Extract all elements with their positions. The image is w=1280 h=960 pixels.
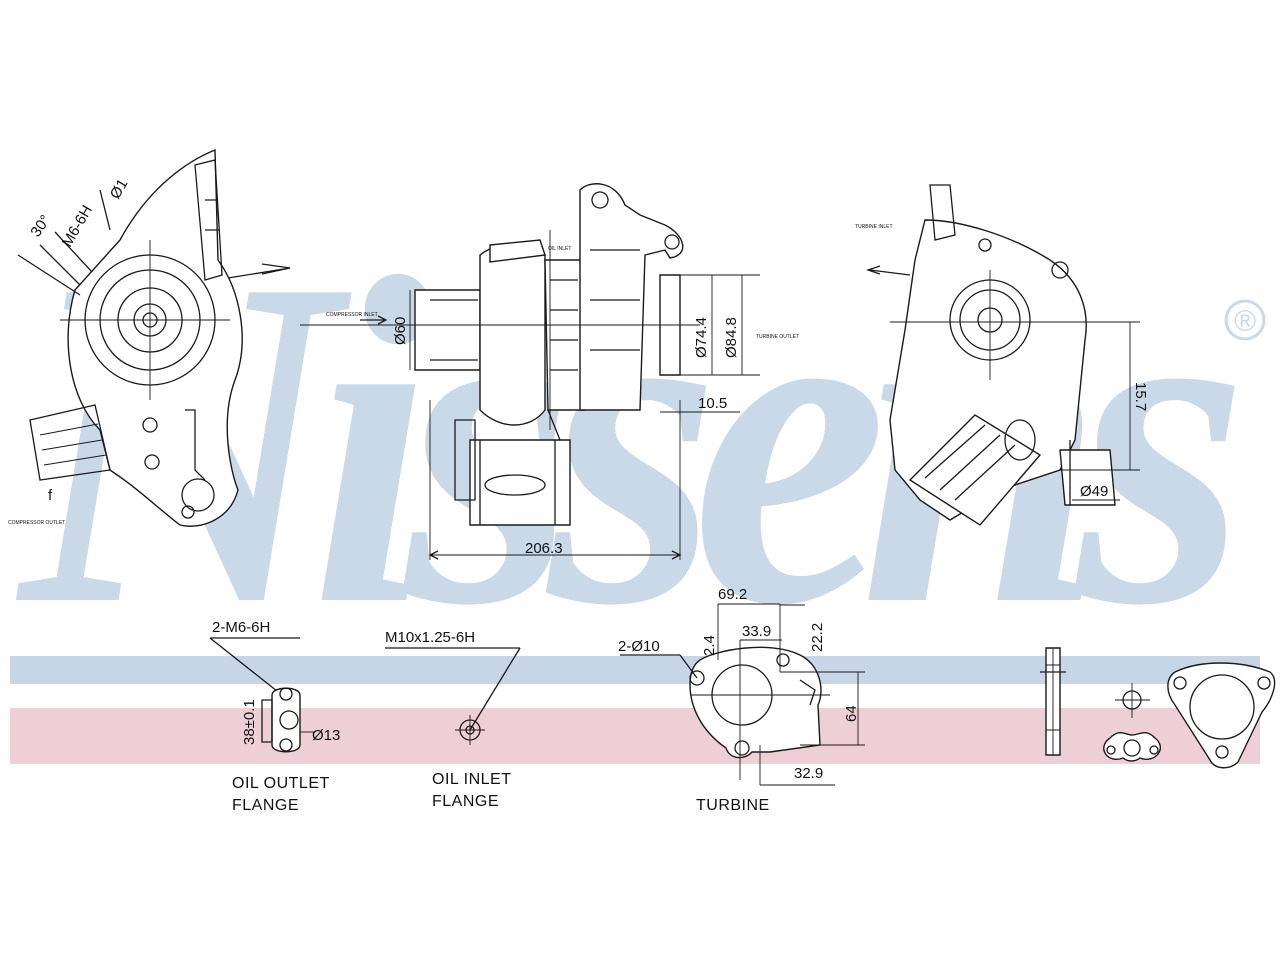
- center-outlet-outer: Ø84.8: [723, 317, 740, 358]
- turbine-offset: 32.9: [794, 765, 823, 782]
- oil-inlet-caption-2: FLANGE: [432, 793, 499, 810]
- turbine-caption: TURBINE: [696, 797, 770, 814]
- turbine-width: 69.2: [718, 586, 747, 603]
- registered-mark: ®: [1234, 305, 1256, 338]
- hardware-parts: [1040, 647, 1276, 769]
- turbine-outlet-label: TURBINE OUTLET: [756, 334, 799, 340]
- right-height: 15.7: [1132, 382, 1149, 411]
- oil-outlet-caption-1: OIL OUTLET: [232, 775, 330, 792]
- center-length: 206.3: [525, 540, 563, 557]
- compressor-inlet-label: COMPRESSOR INLET: [326, 312, 378, 318]
- left-marker: f: [48, 487, 53, 504]
- turbine-height: 64: [843, 705, 860, 722]
- oil-outlet-thread: 2-M6-6H: [212, 619, 270, 636]
- turbine-d1: 2.4: [701, 635, 718, 656]
- turbine-d2: 33.9: [742, 623, 771, 640]
- oil-inlet-flange: M10x1.25-6H OIL INLET FLANGE: [385, 629, 521, 810]
- oil-inlet-thread: M10x1.25-6H: [385, 629, 475, 646]
- oil-outlet-caption-2: FLANGE: [232, 797, 299, 814]
- oil-outlet-diameter: Ø13: [312, 727, 340, 744]
- oil-inlet-caption-1: OIL INLET: [432, 771, 511, 788]
- center-inlet-diameter: Ø60: [392, 317, 409, 345]
- center-offset: 10.5: [698, 395, 727, 412]
- registered-mark-ring: [1224, 299, 1266, 341]
- oil-outlet-flange: 2-M6-6H 38±0.1 Ø13 OIL OUTLET FLANGE: [209, 619, 340, 814]
- center-view: Ø60 Ø74.4 Ø84.8 10.5 206.3 COMPRESSOR IN…: [300, 183, 799, 560]
- right-diameter: Ø49: [1080, 483, 1108, 500]
- turbine-holes: 2-Ø10: [618, 638, 660, 655]
- pink-band: [10, 708, 1260, 764]
- center-outlet-inner: Ø74.4: [693, 317, 710, 358]
- oil-inlet-label: OIL INLET: [548, 246, 571, 252]
- turbine-flange: 69.2 2.4 33.9 22.2 64 32.9 2-Ø10 TURBINE: [618, 586, 865, 814]
- turbine-d3: 22.2: [809, 623, 826, 652]
- turbine-inlet-label: TURBINE INLET: [855, 224, 893, 230]
- right-view: 15.7 Ø49 TURBINE INLET: [855, 184, 1149, 526]
- oil-outlet-spacing: 38±0.1: [241, 699, 258, 745]
- left-port-label: COMPRESSOR OUTLET: [8, 520, 65, 526]
